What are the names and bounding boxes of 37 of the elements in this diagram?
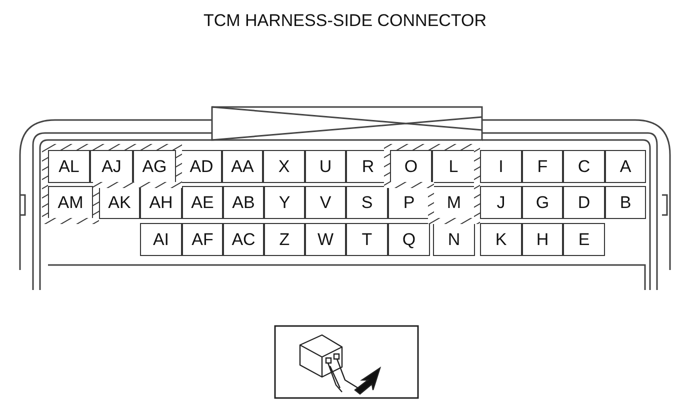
pin-label: AI: [140, 223, 182, 256]
pin-label: H: [522, 223, 563, 256]
pin-label: AG: [133, 150, 176, 183]
pin-label: AJ: [90, 150, 133, 183]
pin-label: C: [563, 150, 605, 183]
pin-label: L: [432, 150, 475, 183]
pin-label: O: [390, 150, 432, 183]
pin-label: AL: [48, 150, 90, 183]
pin-label: AE: [182, 186, 223, 219]
pin-label: A: [605, 150, 646, 183]
pin-label: AF: [182, 223, 223, 256]
pin-label: AD: [181, 150, 222, 183]
pin-label: G: [522, 186, 563, 219]
pin-label: D: [563, 186, 605, 219]
pin-label: W: [305, 223, 346, 256]
pin-label: AC: [223, 223, 264, 256]
pin-label: U: [305, 150, 346, 183]
pin-label: E: [563, 223, 605, 256]
pin-label: V: [305, 186, 346, 219]
pin-label: K: [480, 223, 522, 256]
pin-label: F: [522, 150, 563, 183]
pin-label: AK: [99, 186, 140, 219]
pin-label: Q: [388, 223, 430, 256]
pin-label: N: [433, 223, 475, 256]
diagram-title: TCM HARNESS-SIDE CONNECTOR: [202, 10, 488, 32]
pin-label: S: [346, 186, 388, 219]
pin-label: B: [605, 186, 646, 219]
pin-label: I: [480, 150, 522, 183]
pin-label: Y: [264, 186, 305, 219]
pin-label: AH: [140, 186, 182, 219]
pin-label: Z: [264, 223, 305, 256]
pin-label: J: [480, 186, 522, 219]
pin-label: X: [263, 150, 305, 183]
pin-label: AA: [222, 150, 263, 183]
pin-label: AB: [223, 186, 264, 219]
pin-label: AM: [48, 186, 93, 219]
pin-label: T: [346, 223, 388, 256]
